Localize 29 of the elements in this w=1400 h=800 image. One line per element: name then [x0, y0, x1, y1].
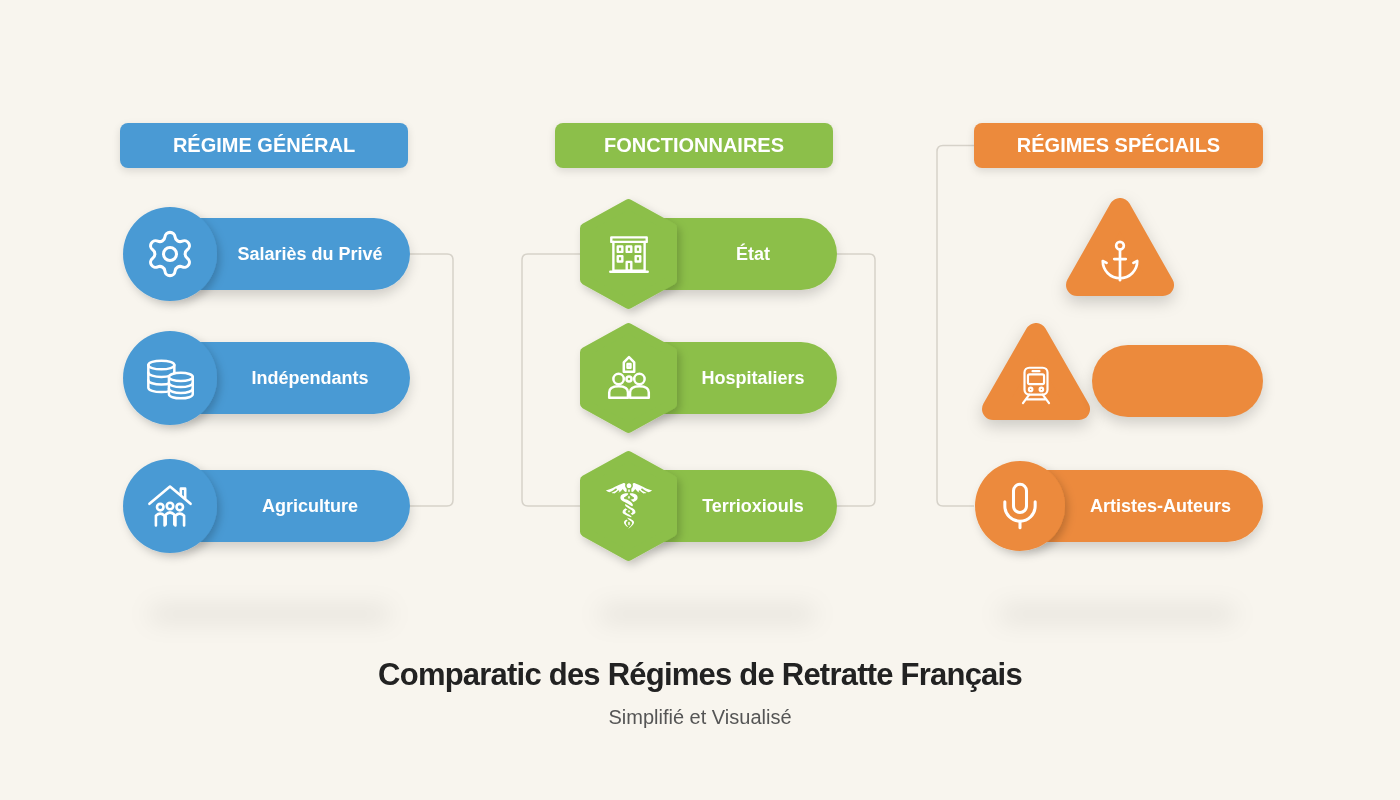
category-header	[974, 123, 1263, 168]
triangle-shape	[1066, 197, 1174, 296]
bracket-connector	[936, 144, 975, 507]
subtitle: Simplifié et Visualisé	[608, 704, 792, 730]
item-label: Artistes-Auteurs	[1090, 494, 1231, 518]
category-item	[580, 450, 837, 562]
category-title: RÉGIME GÉNÉRAL	[172, 133, 356, 158]
category-item	[580, 322, 837, 434]
category-item	[122, 458, 410, 554]
bracket-connector	[836, 253, 876, 507]
item-label: Salariès du Privé	[237, 242, 383, 266]
category-item	[974, 460, 1263, 552]
category-header	[555, 123, 833, 168]
category-item	[580, 198, 837, 310]
category-item	[122, 206, 410, 302]
category-title: FONCTIONNAIRES	[604, 133, 784, 158]
item-label: Indépendants	[251, 366, 369, 390]
item-label: État	[736, 242, 770, 266]
bracket-connector	[409, 253, 454, 507]
category-title: RÉGIMES SPÉCIAILS	[1016, 133, 1221, 158]
category-item	[122, 330, 410, 426]
item-label: Terrioxiouls	[702, 494, 804, 518]
pill-shape	[1092, 345, 1263, 417]
category-header	[120, 123, 408, 168]
bracket-connector	[521, 253, 581, 507]
page-title: Comparatic des Régimes de Retratte Français	[378, 656, 1022, 694]
item-label: Hospitaliers	[701, 366, 805, 390]
triangle-shape	[982, 322, 1090, 420]
item-label: Agriculture	[262, 494, 358, 518]
